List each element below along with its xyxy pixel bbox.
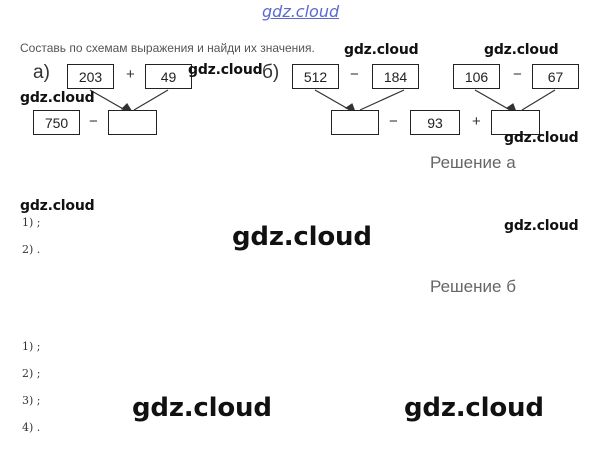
scheme-b-box-93: 93 [410,110,460,135]
scheme-b-result-box-2 [491,110,540,135]
scheme-b-label: б) [262,62,280,83]
solution-a-item-1: 1) ; [22,216,41,229]
watermark: gdz.cloud [344,42,419,58]
scheme-a-label: а) [33,62,50,83]
solution-b-item-1: 1) ; [22,340,41,353]
watermark: gdz.cloud [404,393,544,423]
scheme-b-plus: + [472,113,481,130]
scheme-a-minus: − [89,113,98,130]
scheme-b-box-512: 512 [292,64,339,89]
watermark: gdz.cloud [20,198,95,214]
scheme-a-result-box [108,110,157,135]
scheme-b-box-67: 67 [532,64,579,89]
watermark: gdz.cloud [504,218,579,234]
solution-b-item-4: 4) . [22,421,41,434]
watermark: gdz.cloud [20,90,95,106]
scheme-a-plus: + [126,66,135,83]
site-brand: gdz.cloud [262,2,340,21]
solution-a-heading: Решение а [430,153,516,172]
watermark: gdz.cloud [504,130,579,146]
task-instruction: Составь по схемам выражения и найди их з… [20,41,315,55]
scheme-b-minus-3: − [389,113,398,130]
scheme-b-box-184: 184 [372,64,419,89]
solution-b-item-2: 2) ; [22,367,41,380]
scheme-b-result-box-1 [331,110,379,135]
watermark: gdz.cloud [232,222,372,252]
scheme-a-box-750: 750 [33,110,80,135]
scheme-b-minus-1: − [350,66,359,83]
solution-b-item-3: 3) ; [22,394,41,407]
scheme-a-box-49: 49 [145,64,192,89]
solution-b-heading: Решение б [430,277,516,296]
watermark: gdz.cloud [132,393,272,423]
scheme-b-minus-2: − [513,66,522,83]
scheme-a-box-203: 203 [67,64,114,89]
solution-a-item-2: 2) . [22,243,41,256]
watermark: gdz.cloud [484,42,559,58]
watermark: gdz.cloud [188,62,263,78]
scheme-b-box-106: 106 [453,64,500,89]
